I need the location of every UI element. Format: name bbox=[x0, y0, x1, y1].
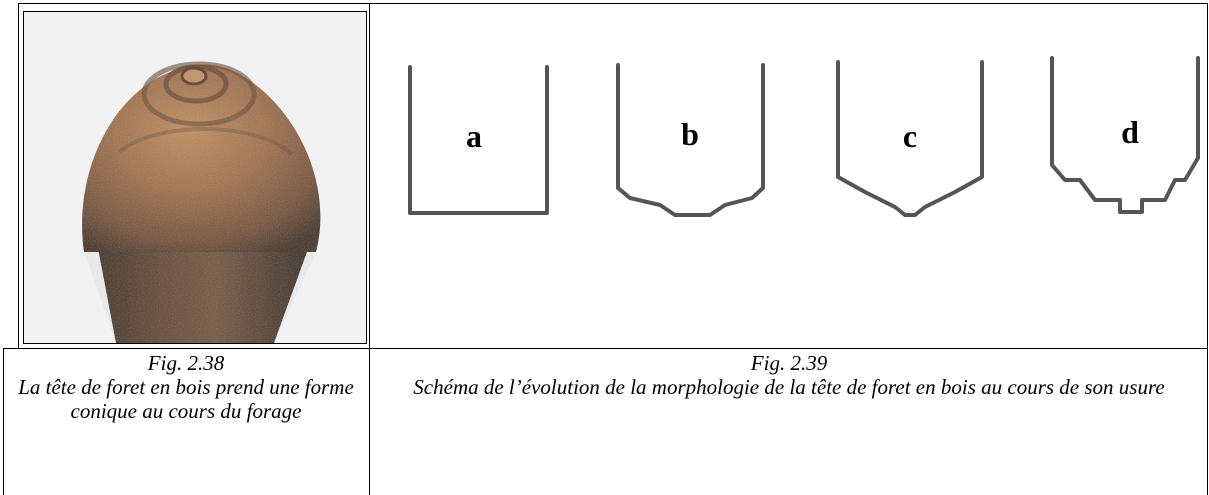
wear-stages-diagram: a b c d bbox=[390, 40, 1200, 300]
table-border-left-upper bbox=[18, 3, 19, 348]
figure-caption-text-right: Schéma de l’évolution de la morphologie … bbox=[372, 375, 1206, 399]
table-border-right bbox=[1207, 3, 1208, 495]
figure-number-left: Fig. 2.38 bbox=[4, 351, 368, 375]
figure-caption-text-left: La tête de foret en bois prend une forme… bbox=[4, 375, 368, 423]
table-border-top bbox=[18, 3, 1208, 4]
table-row-divider bbox=[3, 348, 1208, 349]
stage-c-label: c bbox=[903, 118, 917, 154]
figure-caption-left: Fig. 2.38 La tête de foret en bois prend… bbox=[4, 351, 368, 423]
figure-caption-right: Fig. 2.39 Schéma de l’évolution de la mo… bbox=[372, 351, 1206, 399]
stage-b-label: b bbox=[681, 116, 699, 152]
stage-d-label: d bbox=[1121, 114, 1139, 150]
stage-a-label: a bbox=[466, 118, 482, 154]
table-column-divider bbox=[369, 3, 370, 495]
figure-number-right: Fig. 2.39 bbox=[372, 351, 1206, 375]
drill-head-photo bbox=[23, 11, 367, 344]
